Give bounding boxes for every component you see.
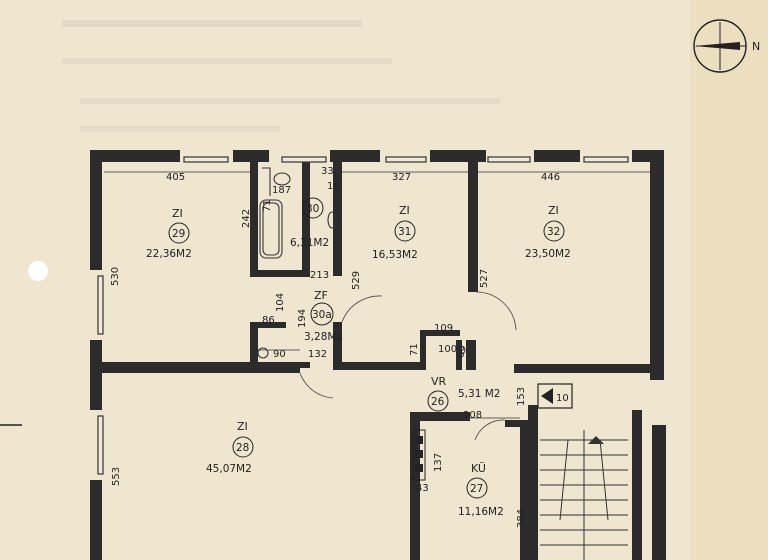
room-32: ZI 32 23,50M2 [525,204,571,260]
room-29: ZI 29 22,36M2 [146,207,192,260]
dim-label: 132 [308,349,327,360]
dim-label: 405 [166,172,185,183]
room-type: ZI [237,420,248,433]
drain-icon [257,347,269,359]
window [583,156,629,163]
compass-label: N [752,40,760,53]
bathtub-icon [259,199,283,259]
dim-label: 553 [111,467,122,486]
dim-label: 384 [516,509,527,528]
window [385,156,427,163]
dim-label: 71 [262,199,273,212]
room-type: ZF [314,289,328,302]
dim-label: 43 [416,483,429,494]
dim-label: 71 [409,343,420,356]
room-30a: ZF 30a 3,28M2 [304,289,343,343]
dim-label: 327 [392,172,411,183]
room-number: 29 [172,228,185,240]
stair-marker: 10 [537,383,573,409]
dim-label: 33 [321,166,334,177]
dim-label: 90 [273,349,286,360]
stove-icon [412,429,426,481]
window [97,415,104,475]
room-type: VR [431,375,447,388]
stair-number: 10 [556,393,569,404]
room-30: 30 6,31M2 [290,197,329,249]
room-number: 27 [470,483,483,495]
room-area: 6,31M2 [290,237,329,249]
dim-label: 109 [434,323,453,334]
room-type: ZI [548,204,559,217]
sink-icon [327,211,337,229]
north-arrow-icon [694,42,740,50]
dim-label: 529 [351,271,362,290]
room-area: 22,36M2 [146,248,192,260]
room-area: 5,31 M2 [458,388,500,400]
room-number: 28 [236,442,249,454]
drain-icon [456,345,466,355]
room-area: 16,53M2 [372,249,418,261]
dim-label: 137 [433,453,444,472]
faint-header-text [62,20,500,132]
window [97,275,104,335]
window [281,156,327,163]
dim-label: 60 [456,345,467,358]
north-arrow: N [693,19,760,73]
room-area: 23,50M2 [525,248,571,260]
arrow-left-icon [541,388,553,404]
punch-hole [28,261,48,281]
toilet-icon [273,172,291,186]
dim-label: 104 [275,293,286,312]
room-area: 3,28M2 [304,331,343,343]
room-27: KÜ 27 11,16M2 [458,462,504,518]
dim-label: 446 [541,172,560,183]
room-31: ZI 31 16,53M2 [372,204,418,261]
window [183,156,229,163]
window [487,156,531,163]
room-area: 11,16M2 [458,506,504,518]
dimension-lines [104,171,650,419]
dim-label: 86 [262,315,275,326]
windows [97,156,629,475]
room-number: 26 [431,396,445,408]
room-number: 30a [312,309,332,321]
dim-label: 153 [516,387,527,406]
room-28: ZI 28 45,07M2 [206,420,254,475]
staircase [540,430,628,560]
dim-label: 242 [241,209,252,228]
walls [90,150,666,560]
room-area: 45,07M2 [206,463,252,475]
room-type: KÜ [471,462,486,475]
dim-label: 308 [463,410,482,421]
dim-label: 530 [110,267,121,286]
dim-label: 100 [438,344,457,355]
dim-label: 187 [272,185,291,196]
room-number: 32 [547,226,560,238]
dimension-texts: 405 327 446 187 16 33 213 86 90 132 109 … [110,166,560,528]
dim-label: 194 [297,309,308,328]
paper-edge-shade [690,0,768,560]
dim-label: 527 [479,269,490,288]
room-number: 30 [306,203,319,215]
room-type: ZI [399,204,410,217]
bathroom-fixtures [257,167,466,359]
room-type: ZI [172,207,183,220]
dim-label: 213 [310,270,329,281]
room-number: 31 [398,226,411,238]
room-26: VR 26 5,31 M2 [427,375,500,412]
door-swings [299,291,517,441]
pipe-line [262,167,271,196]
dim-label: 16 [327,181,340,192]
